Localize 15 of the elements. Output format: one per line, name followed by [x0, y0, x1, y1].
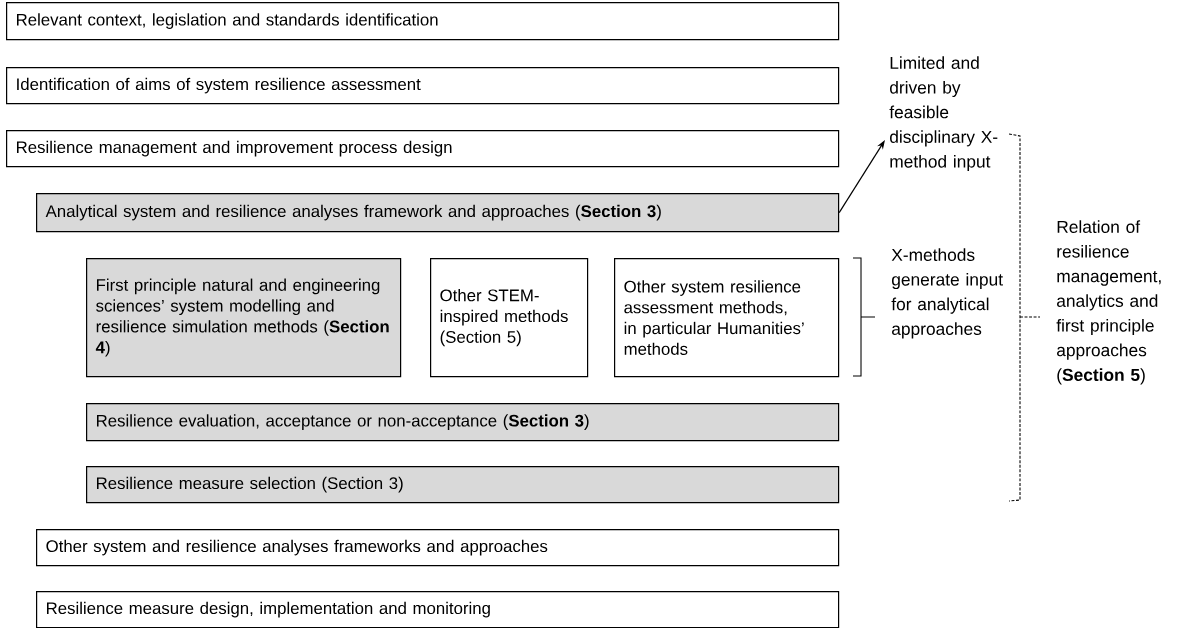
process-box: Resilience measure selection (Section 3) — [86, 466, 840, 504]
arrow — [838, 140, 885, 214]
annotation-text: X-methods generate input for analytical approaches — [891, 248, 1003, 339]
process-box: First principle natural and engineering sciences’ system modelling and resilience simulation methods (Section 4) — [86, 258, 402, 378]
note-text: Limited and driven by feasible disciplinary X-method input — [889, 56, 998, 172]
process-box: Resilience evaluation, acceptance or non-acceptance (Section 3) — [86, 403, 840, 442]
annotation-text: Relation of resilience management, analytics and first principle approaches (Section 5) — [1056, 220, 1161, 385]
process-box: Relevant context, legislation and standards identification — [6, 2, 840, 41]
process-box: Analytical system and resilience analyses framework and approaches (Section 3) — [36, 193, 840, 233]
process-box: Other system resilience assessment methods, in particular Humanities’ methods — [614, 258, 840, 378]
process-box: Other STEM- inspired methods (Section 5) — [430, 258, 589, 378]
process-box: Identification of aims of system resilience assessment — [6, 67, 840, 105]
process-box: Resilience measure design, implementation and monitoring — [36, 591, 840, 628]
process-box: Other system and resilience analyses frameworks and approaches — [36, 529, 840, 567]
process-box: Resilience management and improvement process design — [6, 130, 840, 168]
